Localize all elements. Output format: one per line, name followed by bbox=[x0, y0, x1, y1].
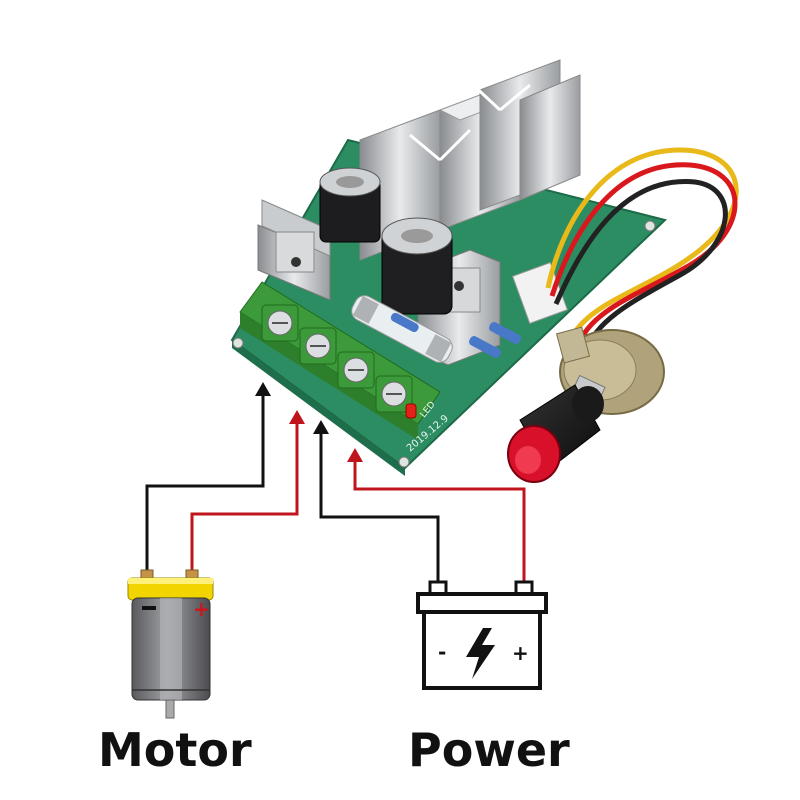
heatsink-left bbox=[257, 199, 331, 301]
power-label: Power bbox=[408, 723, 570, 777]
battery-plus-mark: + bbox=[512, 641, 529, 665]
battery-lid bbox=[416, 592, 548, 614]
arrow-head bbox=[313, 420, 329, 434]
terminal-screw bbox=[337, 351, 375, 389]
motor-shaft bbox=[165, 699, 175, 719]
potentiometer bbox=[507, 147, 739, 483]
knob[interactable] bbox=[507, 384, 604, 483]
potentiometer-connector bbox=[512, 262, 568, 324]
battery: - + bbox=[416, 580, 548, 690]
power-negative-wire bbox=[319, 430, 440, 585]
battery-minus-mark: - bbox=[438, 640, 446, 664]
terminal-block bbox=[239, 281, 441, 440]
power-positive-wire bbox=[353, 458, 526, 585]
pcb-edge bbox=[232, 340, 405, 476]
mounting-hole bbox=[644, 220, 656, 232]
motor-minus-mark bbox=[142, 606, 156, 610]
lightning-bolt-icon bbox=[466, 628, 495, 679]
dc-motor: + bbox=[127, 569, 214, 719]
pot-wire-red bbox=[549, 162, 738, 347]
terminal-screw bbox=[299, 327, 337, 365]
terminal-screw bbox=[261, 304, 299, 342]
mounting-hole bbox=[398, 456, 410, 468]
arrow-head bbox=[289, 410, 305, 424]
motor-plus-mark: + bbox=[193, 597, 210, 621]
pot-wire-black bbox=[553, 179, 728, 353]
motor-positive-wire bbox=[190, 420, 299, 578]
capacitor-small bbox=[319, 167, 381, 243]
heatsink-center bbox=[359, 59, 581, 261]
arrow-head bbox=[255, 382, 271, 396]
mounting-hole bbox=[232, 337, 244, 349]
glass-fuse bbox=[351, 295, 453, 363]
pwm-controller-board: LED 2019.12.9 bbox=[230, 59, 668, 476]
motor-label: Motor bbox=[98, 723, 252, 777]
pot-wire-yellow bbox=[545, 147, 739, 342]
terminal-screw bbox=[375, 375, 413, 413]
capacitor-large bbox=[381, 217, 453, 315]
motor-negative-wire bbox=[145, 392, 265, 578]
arrow-head bbox=[347, 448, 363, 462]
wiring bbox=[145, 382, 526, 585]
resistors bbox=[390, 312, 521, 358]
